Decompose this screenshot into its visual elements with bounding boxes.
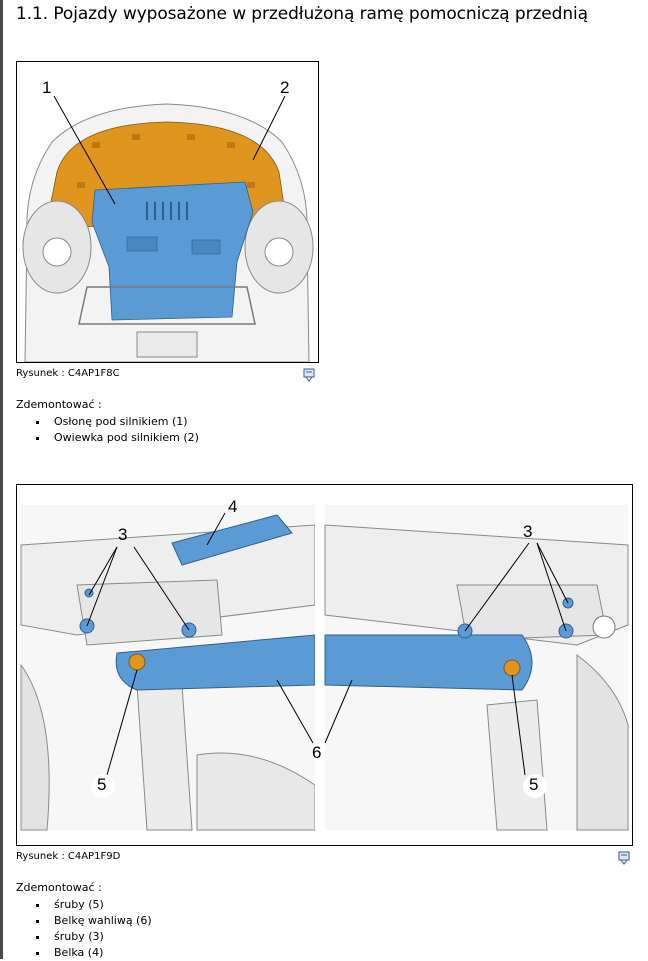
figure-2-left-panel xyxy=(20,505,316,831)
figure-2-caption: Rysunek : C4AP1F9D xyxy=(16,851,121,862)
list-item: Belka (4) xyxy=(36,945,152,961)
list-item: Belkę wahliwą (6) xyxy=(36,913,152,929)
figure-2: 3 4 5 6 3 5 xyxy=(16,484,633,846)
figure-1-caption: Rysunek : C4AP1F8C xyxy=(16,368,120,379)
figure-2-callout-5-left: 5 xyxy=(97,775,107,794)
print-icon[interactable] xyxy=(302,367,316,382)
section-1-list: Osłonę pod silnikiem (1) Owiewka pod sil… xyxy=(16,414,199,446)
print-icon[interactable] xyxy=(617,850,631,865)
list-item: śruby (3) xyxy=(36,929,152,945)
figure-1-callout-2: 2 xyxy=(280,78,290,97)
list-item: śruby (5) xyxy=(36,897,152,913)
figure-2-callout-3-right: 3 xyxy=(523,522,533,541)
figure-2-illustration xyxy=(20,505,629,831)
list-item: Osłonę pod silnikiem (1) xyxy=(36,414,199,430)
left-border xyxy=(0,0,3,959)
list-item: Owiewka pod silnikiem (2) xyxy=(36,430,199,446)
section-2-list: śruby (5) Belkę wahliwą (6) śruby (3) Be… xyxy=(16,897,152,961)
figure-2-callout-3-left: 3 xyxy=(118,525,128,544)
figure-1-illustration xyxy=(22,95,314,362)
section-1-heading: Zdemontować : xyxy=(16,398,102,411)
figure-2-callout-6: 6 xyxy=(312,743,322,762)
section-1: Zdemontować : Osłonę pod silnikiem (1) O… xyxy=(16,398,199,446)
figure-1-callout-1: 1 xyxy=(42,78,52,97)
section-2: Zdemontować : śruby (5) Belkę wahliwą (6… xyxy=(16,881,152,961)
figure-2-callout-5-right: 5 xyxy=(529,775,539,794)
section-2-heading: Zdemontować : xyxy=(16,881,102,894)
figure-2-callout-4: 4 xyxy=(228,497,238,516)
figure-1: 1 2 xyxy=(16,61,319,363)
page-title: 1.1. Pojazdy wyposażone w przedłużoną ra… xyxy=(16,4,588,24)
figure-2-right-panel xyxy=(324,505,629,831)
